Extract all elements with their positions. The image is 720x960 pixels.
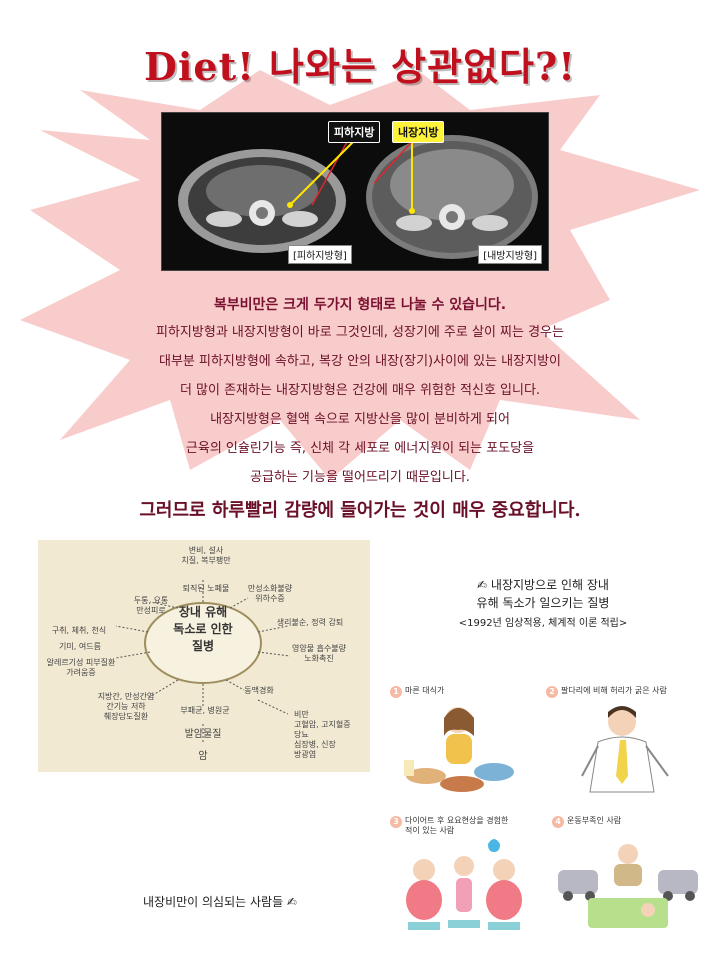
illustration-panel-4: 4 운동부족인 사람	[548, 806, 708, 940]
body-line: 대부분 피하지방형에 속하고, 복강 안의 내장(장기)사이에 있는 내장지방이	[158, 354, 561, 369]
illustration-panel-2: 2 팔다리에 비해 허리가 굵은 사람	[542, 672, 708, 800]
caption-subcutaneous-type: [피하지방형]	[288, 245, 352, 264]
body-line: 피하지방형과 내장지방형이 바로 그것인데, 성장기에 주로 살이 찌는 경우는	[156, 325, 564, 340]
panel-label: 2 팔다리에 비해 허리가 굵은 사람	[546, 686, 667, 698]
illustration-panel-3: 3 다이어트 후 요요현상을 경험한 적이 있는 사람	[386, 806, 542, 940]
panel-number-badge: 3	[390, 816, 402, 828]
panel-label: 4 운동부족인 사람	[552, 816, 621, 828]
body-line: 더 많이 존재하는 내장지방형은 건강에 매우 위험한 적신호 입니다.	[179, 383, 541, 398]
diagram-label: 영양물 흡수불량 노화촉진	[291, 644, 347, 663]
diagram-label: 두통, 요통 만성피로	[133, 596, 169, 615]
sedentary-person-illustration	[558, 844, 698, 928]
yoyo-diet-illustration	[406, 839, 522, 930]
illustration-panel-1: 1 마른 대식가	[386, 672, 536, 800]
diagram-arrows	[115, 580, 291, 744]
panel-caption: 운동부족인 사람	[567, 816, 622, 825]
diagram-label: 부패균, 병원균	[180, 706, 230, 715]
body-paragraph: 피하지방형과 내장지방형이 바로 그것인데, 성장기에 주로 살이 찌는 경우는…	[0, 318, 720, 492]
bottom-caption: 내장비만이 의심되는 사람들 ✍	[143, 895, 297, 909]
diagram-label: 알레르기성 피부질환 가려움증	[46, 658, 116, 677]
panel-caption: 마른 대식가	[405, 686, 445, 695]
right-caption-line: ✍ 내장지방으로 인해 장내	[477, 578, 609, 592]
diagram-center: 장내 유해 독소로 인한 질병	[148, 604, 258, 684]
person-eating-illustration	[404, 707, 514, 792]
ct-scan-illustration	[178, 132, 538, 259]
label-visceral-fat: 내장지방	[392, 121, 445, 143]
panel-number-badge: 1	[390, 686, 402, 698]
diagram-label: 만성소화불량 위하수증	[247, 584, 293, 603]
diagram-label: 기미, 여드름	[59, 642, 101, 651]
right-caption-note: <1992년 임상적용, 체계적 이론 적립>	[458, 618, 628, 629]
diagram-label: 발암물질	[184, 729, 222, 740]
diagram-label: 비만 고혈압, 고지혈증 당뇨 심장병, 신장 방광염	[294, 710, 351, 759]
page-title: Diet! 나와는 상관없다?!	[144, 44, 576, 89]
body-line: 내장지방형은 혈액 속으로 지방산을 많이 분비하게 되어	[210, 412, 510, 427]
diagram-label: 퇴직된 노폐물	[182, 584, 230, 593]
label-subcutaneous-fat: 피하지방	[328, 121, 381, 143]
panel-label: 1 마른 대식가	[390, 686, 444, 698]
body-line: 공급하는 기능을 떨어뜨리기 때문입니다.	[250, 470, 470, 485]
panel-caption: 다이어트 후 요요현상을 경험한 적이 있는 사람	[405, 816, 509, 835]
diagram-label: 암	[198, 751, 208, 762]
diagram-label: 변비, 설사 치질, 복부팽만	[181, 546, 231, 565]
diagram-label: 동맥경화	[244, 686, 274, 695]
panel-number-badge: 4	[552, 816, 564, 828]
diagram-label: 생리불순, 정력 감퇴	[276, 618, 344, 627]
emphasis-statement: 그러므로 하루빨리 감량에 들어가는 것이 매우 중요합니다.	[139, 500, 581, 521]
diagram-center-line: 질병	[191, 639, 215, 653]
caption-visceral-type: [내방지방형]	[478, 245, 542, 264]
diagram-label: 구취, 체취, 천식	[51, 626, 107, 635]
section-heading: 복부비만은 크게 두가지 형태로 나눌 수 있습니다.	[213, 297, 507, 313]
diagram-center-line: 독소로 인한	[173, 622, 233, 636]
panel-number-badge: 2	[546, 686, 558, 698]
panel-caption: 팔다리에 비해 허리가 굵은 사람	[561, 686, 667, 695]
man-thick-waist-illustration	[581, 706, 669, 793]
right-caption-line: 유해 독소가 일으키는 질병	[476, 596, 610, 610]
diagram-center-line: 장내 유해	[178, 605, 228, 619]
ct-scan-figure: 피하지방 내장지방 [피하지방형] [내방지방형]	[161, 112, 549, 271]
toxin-disease-diagram: 장내 유해 독소로 인한 질병 변비, 설사 치질, 복부팽만 퇴직된 노폐물 …	[38, 540, 370, 772]
panel-label: 3 다이어트 후 요요현상을 경험한 적이 있는 사람	[390, 816, 508, 836]
body-line: 근육의 인슐린기능 즉, 신체 각 세포로 에너지원이 되는 포도당을	[185, 441, 535, 456]
diagram-label: 지방간, 만성간염 간기능 저하 췌장담도질환	[97, 692, 155, 721]
